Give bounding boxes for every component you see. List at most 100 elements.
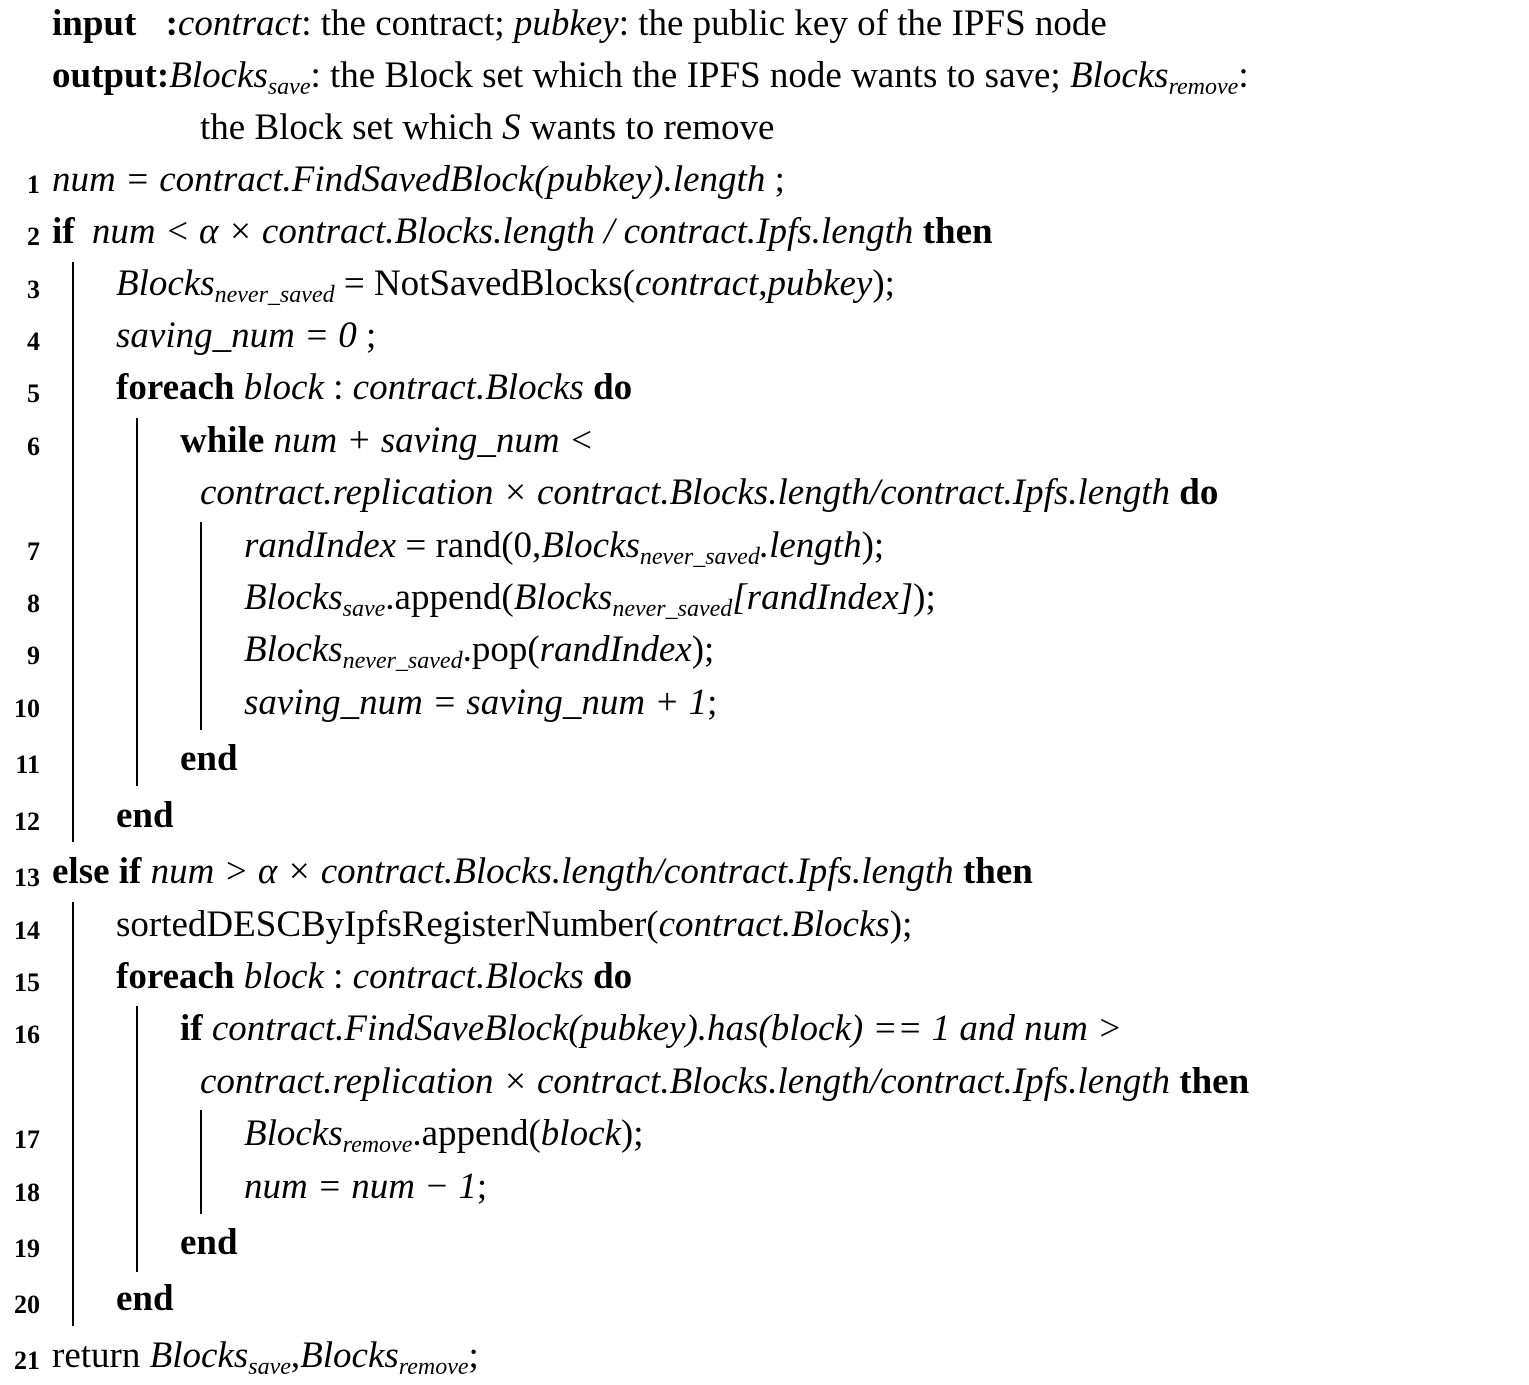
code-line-8: Blockssave.append(Blocksnever_saved[rand…	[244, 576, 936, 622]
code-text: ,	[290, 1335, 301, 1376]
code-text: sortedDESCByIpfsRegisterNumber(	[116, 904, 659, 945]
line-number: 1	[27, 170, 40, 199]
output-remove-colon: :	[1238, 55, 1249, 96]
code-text: contract.replication × contract.Blocks.l…	[200, 1061, 1170, 1102]
code-text: contract.Blocks	[352, 367, 584, 408]
code-text: Blocks	[244, 629, 343, 670]
subscript: save	[248, 1354, 291, 1380]
code-text: ;	[765, 159, 785, 200]
keyword: if	[52, 211, 75, 252]
output-colon: :	[156, 55, 170, 96]
keyword: do	[593, 956, 633, 997]
code-text: randIndex	[539, 629, 692, 670]
line-number: 14	[14, 916, 40, 945]
code-text: .length	[759, 525, 862, 566]
code-line-1: num = contract.FindSavedBlock(pubkey).le…	[52, 158, 785, 202]
output-save-sub: save	[267, 74, 311, 100]
output-keyword: output	[52, 55, 157, 96]
output-cont-s: S	[502, 107, 521, 148]
code-text: num = contract.FindSavedBlock(pubkey).le…	[52, 159, 766, 200]
code-text: contract.FindSaveBlock(pubkey).has(block…	[211, 1008, 1123, 1049]
keyword: else if	[52, 851, 142, 892]
code-text: contract.Blocks	[658, 904, 890, 945]
line-number: 17	[14, 1125, 40, 1154]
keyword: end	[180, 1222, 238, 1263]
code-line-3: Blocksnever_saved = NotSavedBlocks(contr…	[116, 262, 895, 307]
indent-bar-foreach-2	[136, 1006, 138, 1272]
code-line-10: saving_num = saving_num + 1;	[244, 681, 717, 725]
input-contract: contract	[177, 3, 302, 44]
code-line-21: return Blockssave,Blocksremove;	[52, 1334, 479, 1380]
line-number: 3	[27, 275, 40, 304]
line-number: 9	[27, 641, 40, 670]
line-number: 10	[14, 694, 40, 723]
code-text: contract.replication × contract.Blocks.l…	[200, 472, 1170, 513]
line-number: 13	[14, 863, 40, 892]
output-save-desc: : the Block set which the IPFS node want…	[310, 55, 1070, 96]
code-line-13: else if num > α × contract.Blocks.length…	[52, 850, 1033, 894]
code-line-16-cont: contract.replication × contract.Blocks.l…	[200, 1060, 1249, 1104]
indent-bar-if-2	[200, 1110, 202, 1214]
keyword: if	[180, 1008, 203, 1049]
code-text: block	[243, 367, 324, 408]
code-text: pubkey	[767, 263, 873, 304]
code-text: num < α × contract.Blocks.length / contr…	[91, 211, 914, 252]
subscript: remove	[398, 1354, 469, 1380]
code-text: Blocks	[541, 525, 640, 566]
output-cont-post: wants to remove	[520, 107, 775, 148]
line-number: 15	[14, 968, 40, 997]
code-text: ;	[356, 315, 377, 356]
code-text: = NotSavedBlocks(	[334, 263, 635, 304]
code-line-5: foreach block : contract.Blocks do	[116, 366, 632, 410]
output-remove-sub: remove	[1168, 74, 1239, 100]
code-line-6: while num + saving_num <	[180, 419, 594, 463]
code-text: = rand(0,	[396, 525, 542, 566]
code-text: Blocks	[149, 1335, 249, 1376]
code-text: .pop(	[462, 629, 540, 670]
code-text: contract	[634, 263, 759, 304]
code-text: );	[861, 525, 885, 566]
code-line-15: foreach block : contract.Blocks do	[116, 955, 632, 999]
code-text: Blocks	[300, 1335, 399, 1376]
keyword: while	[180, 420, 265, 461]
code-text: Blocks	[244, 1113, 343, 1154]
input-pubkey: pubkey	[513, 3, 619, 44]
line-number: 11	[15, 750, 40, 779]
code-text: saving_num = saving_num + 1	[244, 682, 708, 723]
code-line-16: if contract.FindSaveBlock(pubkey).has(bl…	[180, 1007, 1122, 1051]
line-number: 5	[27, 379, 40, 408]
keyword: do	[593, 367, 633, 408]
keyword: then	[1179, 1061, 1250, 1102]
indent-bar-elseif	[72, 902, 74, 1326]
keyword: then	[922, 211, 993, 252]
code-line-17: Blocksremove.append(block);	[244, 1112, 644, 1157]
keyword: end	[116, 1278, 174, 1319]
code-text: block	[243, 956, 324, 997]
code-text: Blocks	[116, 263, 215, 304]
code-line-9: Blocksnever_saved.pop(randIndex);	[244, 628, 714, 673]
line-number: 4	[27, 327, 40, 356]
code-text: block	[540, 1113, 621, 1154]
code-text: [randIndex]	[732, 577, 914, 618]
output-continuation: the Block set which S wants to remove	[200, 106, 774, 150]
code-text: return	[52, 1335, 150, 1376]
code-line-2: if num < α × contract.Blocks.length / co…	[52, 210, 993, 254]
code-text: );	[872, 263, 895, 304]
code-text: ;	[707, 682, 718, 723]
line-number: 6	[27, 432, 40, 461]
output-blocks-save: Blocks	[169, 55, 268, 96]
code-line-7: randIndex = rand(0,Blocksnever_saved.len…	[244, 524, 885, 569]
keyword: end	[180, 738, 238, 779]
code-line-6-cont: contract.replication × contract.Blocks.l…	[200, 471, 1218, 515]
input-line: input :contract: the contract; pubkey: t…	[52, 2, 1107, 46]
line-number: 8	[27, 589, 40, 618]
line-number: 16	[14, 1020, 40, 1049]
output-blocks-remove: Blocks	[1069, 55, 1169, 96]
keyword: end	[116, 795, 174, 836]
code-text: );	[620, 1113, 644, 1154]
line-number: 21	[14, 1346, 40, 1375]
subscript: save	[342, 596, 386, 622]
line-number: 7	[27, 537, 40, 566]
code-line-12: end	[116, 794, 174, 838]
